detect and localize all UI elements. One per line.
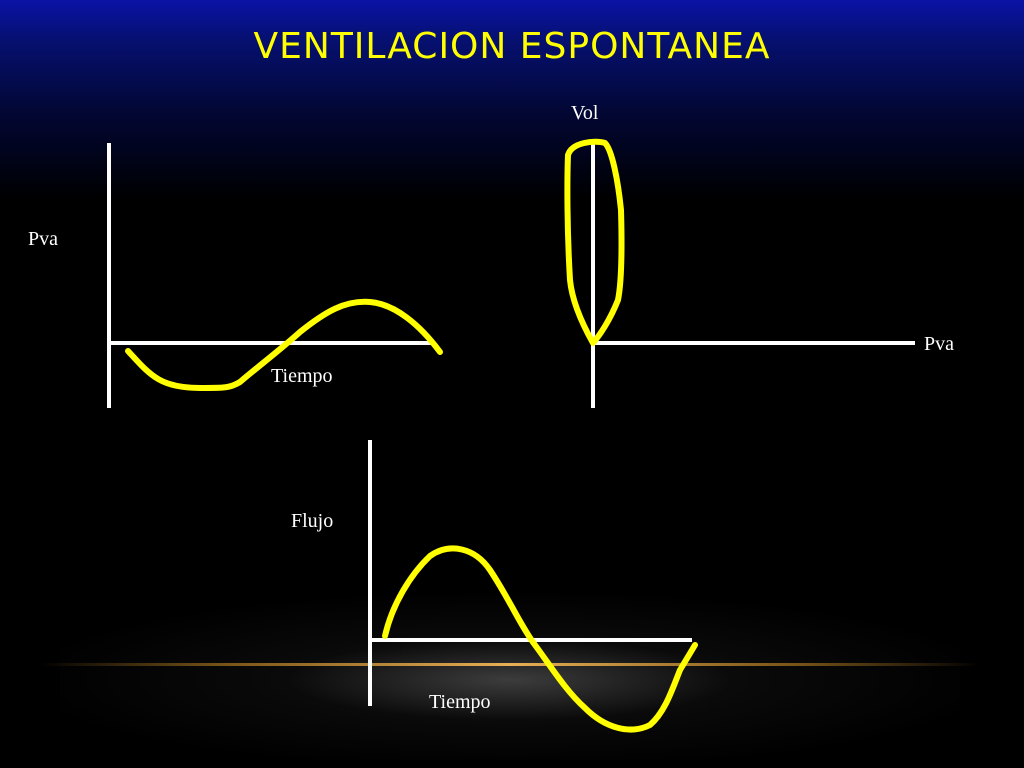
pressure-time-graph (107, 143, 443, 408)
volume-pressure-x-label: Pva (924, 333, 954, 355)
volume-pressure-graph (564, 138, 915, 408)
background-glow (60, 560, 960, 760)
flow-time-graph (368, 440, 698, 733)
volume-pressure-y-label: Vol (571, 102, 599, 124)
flow-time-curve (382, 545, 698, 733)
flow-time-x-label: Tiempo (429, 691, 491, 713)
pressure-time-y-label: Pva (28, 228, 58, 250)
horizon-line (40, 663, 980, 666)
flow-time-y-label: Flujo (291, 510, 334, 532)
pressure-time-curve (125, 298, 443, 391)
volume-pressure-loop (564, 138, 625, 346)
pressure-time-x-label: Tiempo (271, 365, 333, 387)
slide-title: VENTILACION ESPONTANEA (253, 26, 771, 67)
